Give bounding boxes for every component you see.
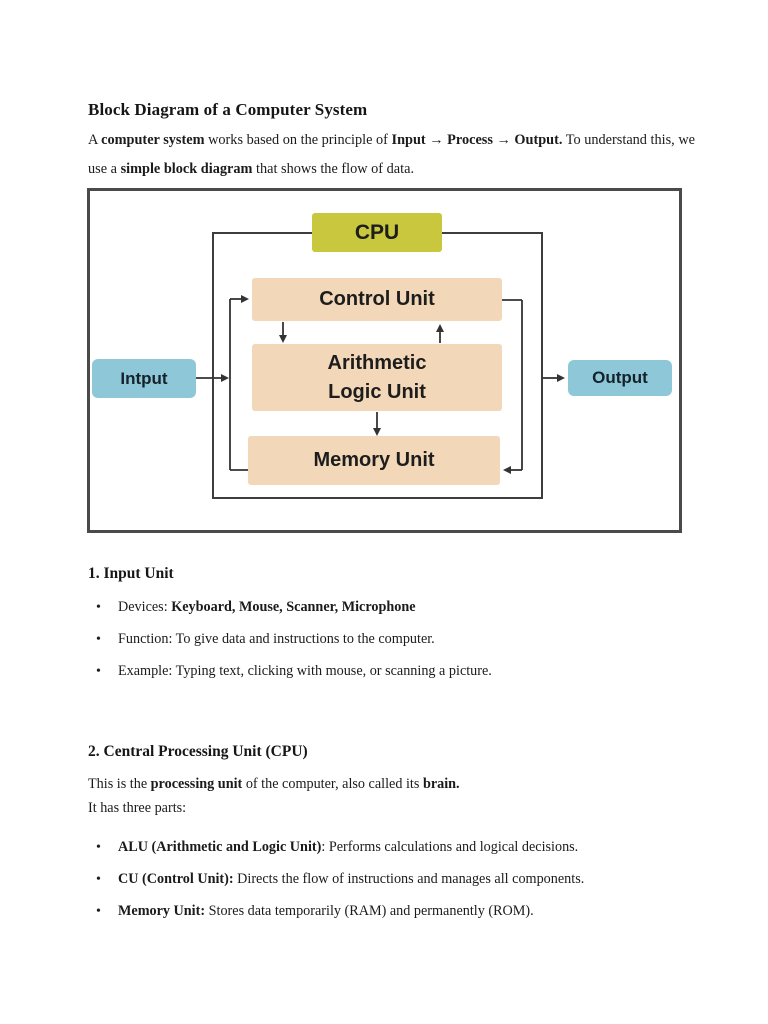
output-box: Output [568,360,672,396]
bullet-icon [96,662,118,681]
bullet-icon [96,630,118,649]
control-unit-box: Control Unit [252,278,502,321]
cpu-box: CPU [312,213,442,252]
intro-line-2: use a simple block diagram that shows th… [88,160,415,177]
alu-label-line2: Logic Unit [328,380,426,403]
alu-box: Arithmetic Logic Unit [252,344,502,411]
bullet-text: ALU (Arithmetic and Logic Unit): Perform… [118,839,579,855]
bullet-icon [96,598,118,617]
alu-label: Arithmetic Logic Unit [328,349,427,407]
bullet-icon [96,902,118,921]
control-unit-label: Control Unit [319,288,435,310]
cpu-label: CPU [354,220,400,244]
list-item: Devices: Keyboard, Mouse, Scanner, Micro… [96,598,416,617]
memory-unit-box: Memory Unit [248,436,500,485]
list-item: Function: To give data and instructions … [96,630,435,649]
section2-paragraph-line1: This is the processing unit of the compu… [88,776,460,792]
list-item: Memory Unit: Stores data temporarily (RA… [96,902,534,921]
intro-paragraph: A computer system works based on the pri… [88,126,695,183]
output-label: Output [592,368,648,387]
alu-label-line1: Arithmetic [327,351,427,374]
block-diagram-figure: CPU Control Unit Arithmetic Logic Unit M… [87,188,682,533]
section2-heading: 2. Central Processing Unit (CPU) [88,743,308,760]
bullet-text: CU (Control Unit): Directs the flow of i… [118,871,585,887]
intro-line-1: A computer system works based on the pri… [88,132,696,148]
bullet-text: Memory Unit: Stores data temporarily (RA… [118,903,534,919]
bullet-icon [96,838,118,857]
bullet-text: Devices: Keyboard, Mouse, Scanner, Micro… [118,599,416,615]
input-label: Intput [120,368,168,388]
memory-unit-label: Memory Unit [313,449,435,471]
list-item: Example: Typing text, clicking with mous… [96,662,492,681]
input-box: Intput [92,359,196,398]
diagram-arrows [196,295,565,474]
bullet-icon [96,870,118,889]
list-item: CU (Control Unit): Directs the flow of i… [96,870,584,889]
bullet-text: Function: To give data and instructions … [118,631,435,647]
section2-paragraph-line2: It has three parts: [88,800,187,816]
bullet-text: Example: Typing text, clicking with mous… [118,663,492,679]
page-title: Block Diagram of a Computer System [88,100,368,119]
diagram-outer-frame [87,188,682,533]
section1-heading: 1. Input Unit [88,565,174,582]
list-item: ALU (Arithmetic and Logic Unit): Perform… [96,838,578,857]
